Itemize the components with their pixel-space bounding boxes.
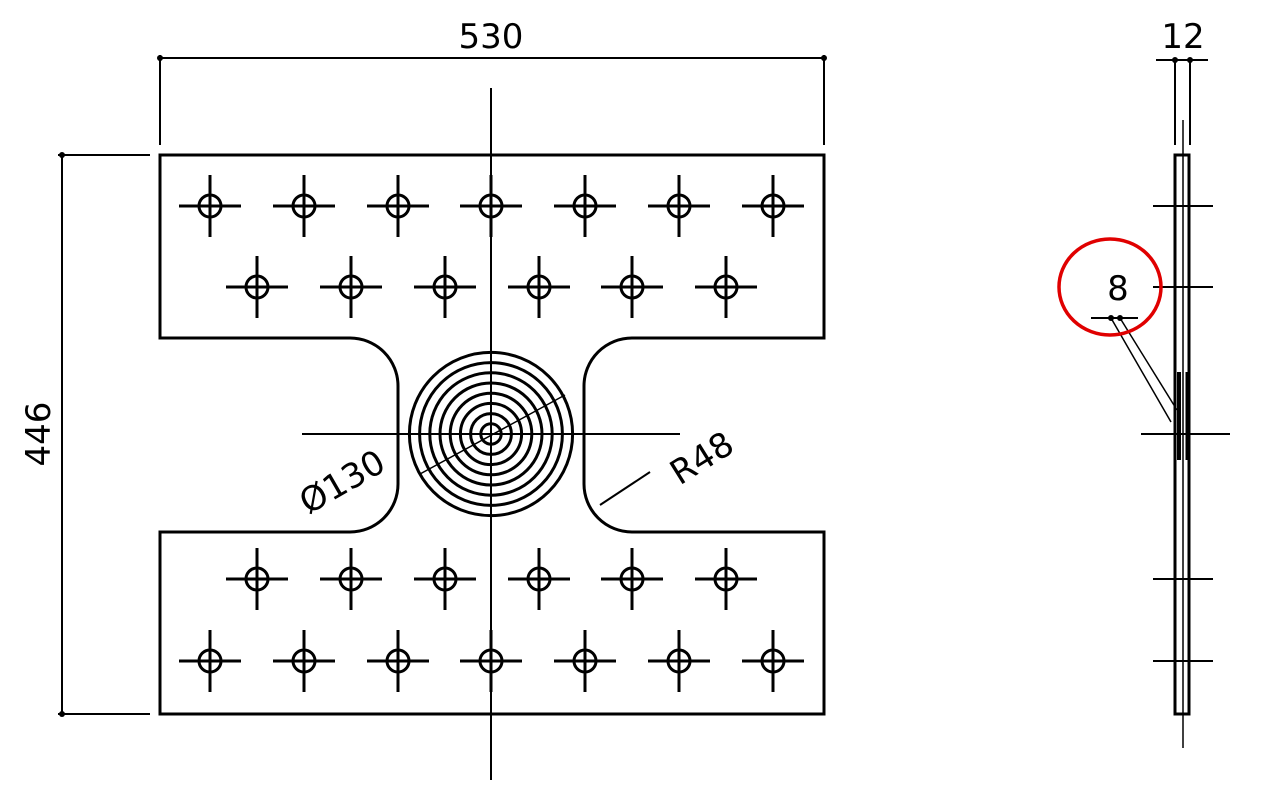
bolt-hole [648,630,710,692]
bolt-hole [554,175,616,237]
front-view: 530 446 Ø130 R48 [19,17,827,780]
bolt-hole [742,175,804,237]
bolt-hole [508,256,570,318]
bolt-hole [742,630,804,692]
ring [458,401,524,467]
height-dim-label: 446 [19,402,59,467]
bolt-hole [226,256,288,318]
bolt-hole [601,256,663,318]
bolt-hole [320,256,382,318]
height-dimension: 446 [19,152,150,717]
bolt-hole [460,630,522,692]
bolt-hole [179,175,241,237]
side-view: 12 8 [1057,17,1230,748]
ring [479,422,503,446]
bolt-hole [414,548,476,610]
bolt-hole [508,548,570,610]
radius-dimension: R48 [599,424,741,506]
bolt-hole [460,175,522,237]
bolt-hole [695,256,757,318]
ring [448,391,534,477]
bolt-hole [367,175,429,237]
ring [407,350,575,518]
bolt-hole [273,630,335,692]
bolt-hole [179,630,241,692]
bolt-hole [273,175,335,237]
bolt-hole [226,548,288,610]
diameter-dim-label: Ø130 [293,442,392,522]
ring [428,371,554,497]
bolt-hole [601,548,663,610]
plate-outline [158,153,826,716]
concentric-rings [407,350,575,518]
bolt-hole [648,175,710,237]
bolt-hole [554,630,616,692]
bolt-hole [695,548,757,610]
bolt-hole [367,630,429,692]
width-dim-label: 530 [459,17,524,57]
bolt-holes [179,175,804,692]
highlight-circle [1057,237,1163,337]
bolt-hole [414,256,476,318]
ring [438,381,544,487]
thickness-dim-label: 12 [1161,17,1204,57]
bolt-hole [320,548,382,610]
inner-dimension: 8 [1091,269,1178,423]
inner-dim-label: 8 [1107,269,1129,309]
ring [469,412,513,456]
width-dimension: 530 [157,17,827,145]
ring [418,361,564,507]
thickness-dimension: 12 [1156,17,1208,145]
